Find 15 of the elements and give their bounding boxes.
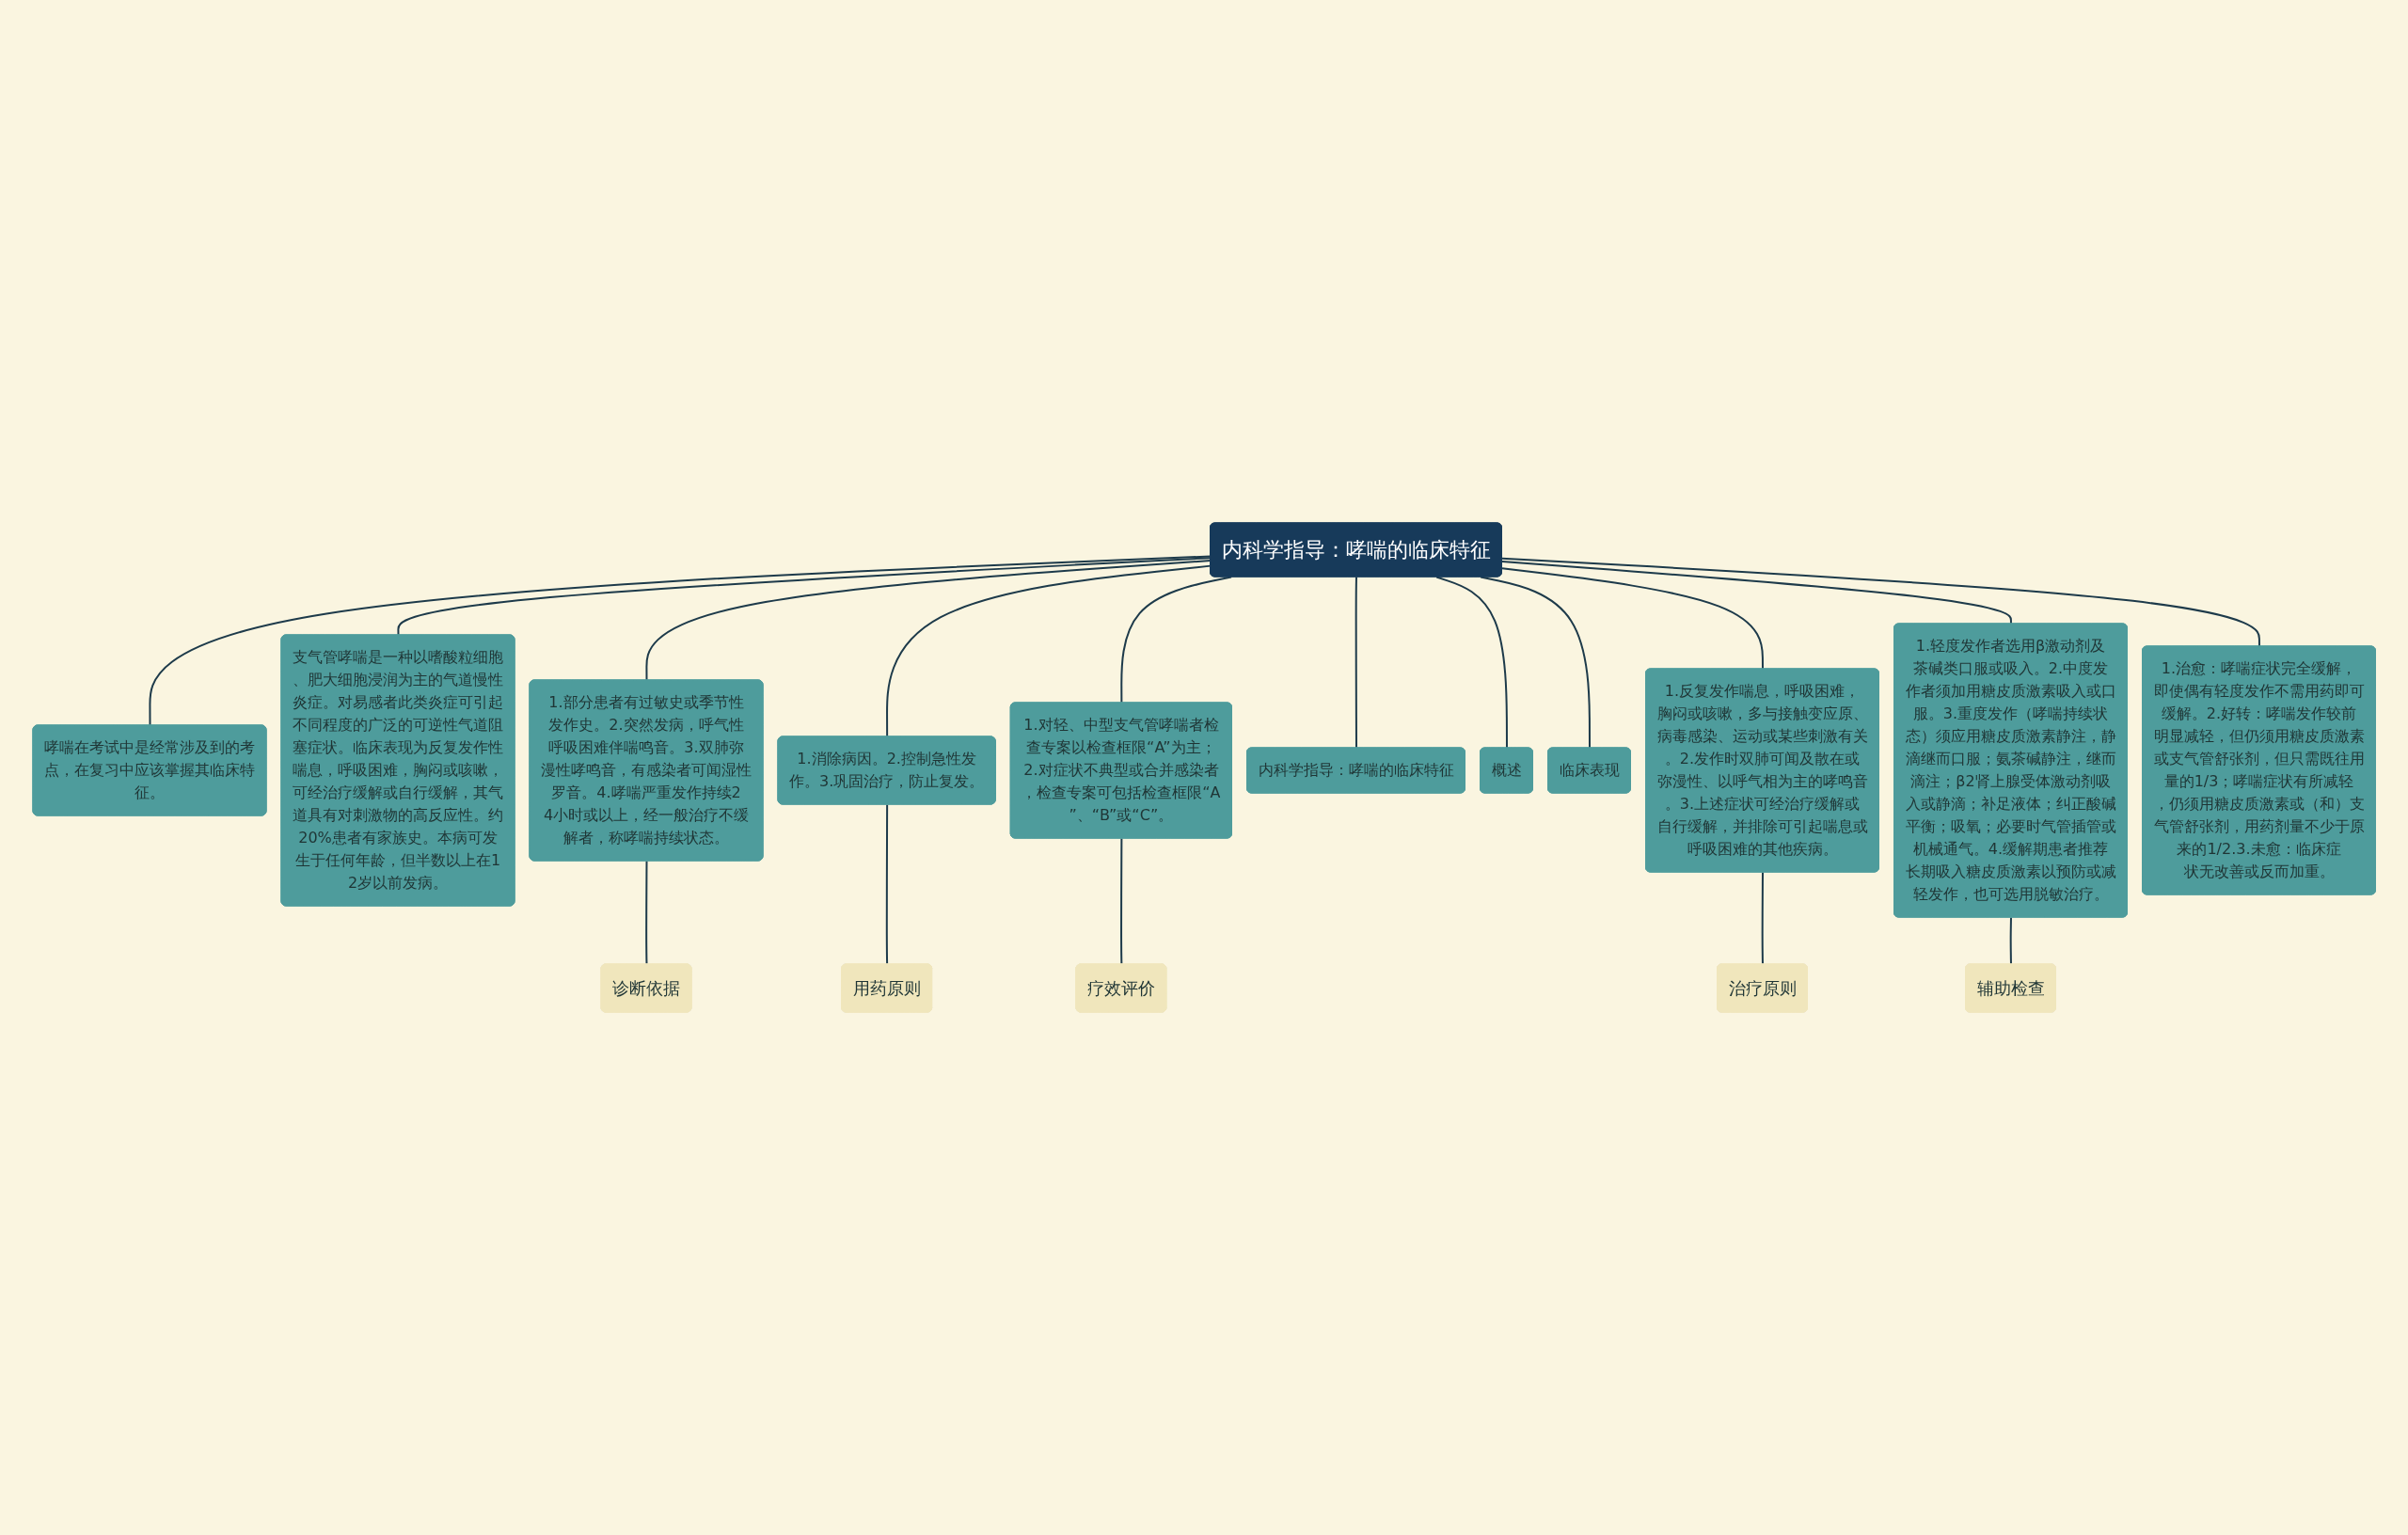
connector (1119, 837, 1123, 966)
connector (1500, 557, 2260, 648)
connector (149, 555, 1212, 727)
connector (1120, 576, 1232, 704)
connector (644, 860, 648, 966)
connector (645, 560, 1212, 682)
connector (1761, 871, 1764, 966)
connector (2009, 916, 2012, 966)
connector (1354, 576, 1357, 750)
connector (1500, 567, 1764, 671)
connector (885, 564, 1212, 738)
connector (1435, 576, 1508, 750)
connector (397, 557, 1212, 637)
connector (1500, 560, 2012, 625)
connector (885, 803, 888, 966)
